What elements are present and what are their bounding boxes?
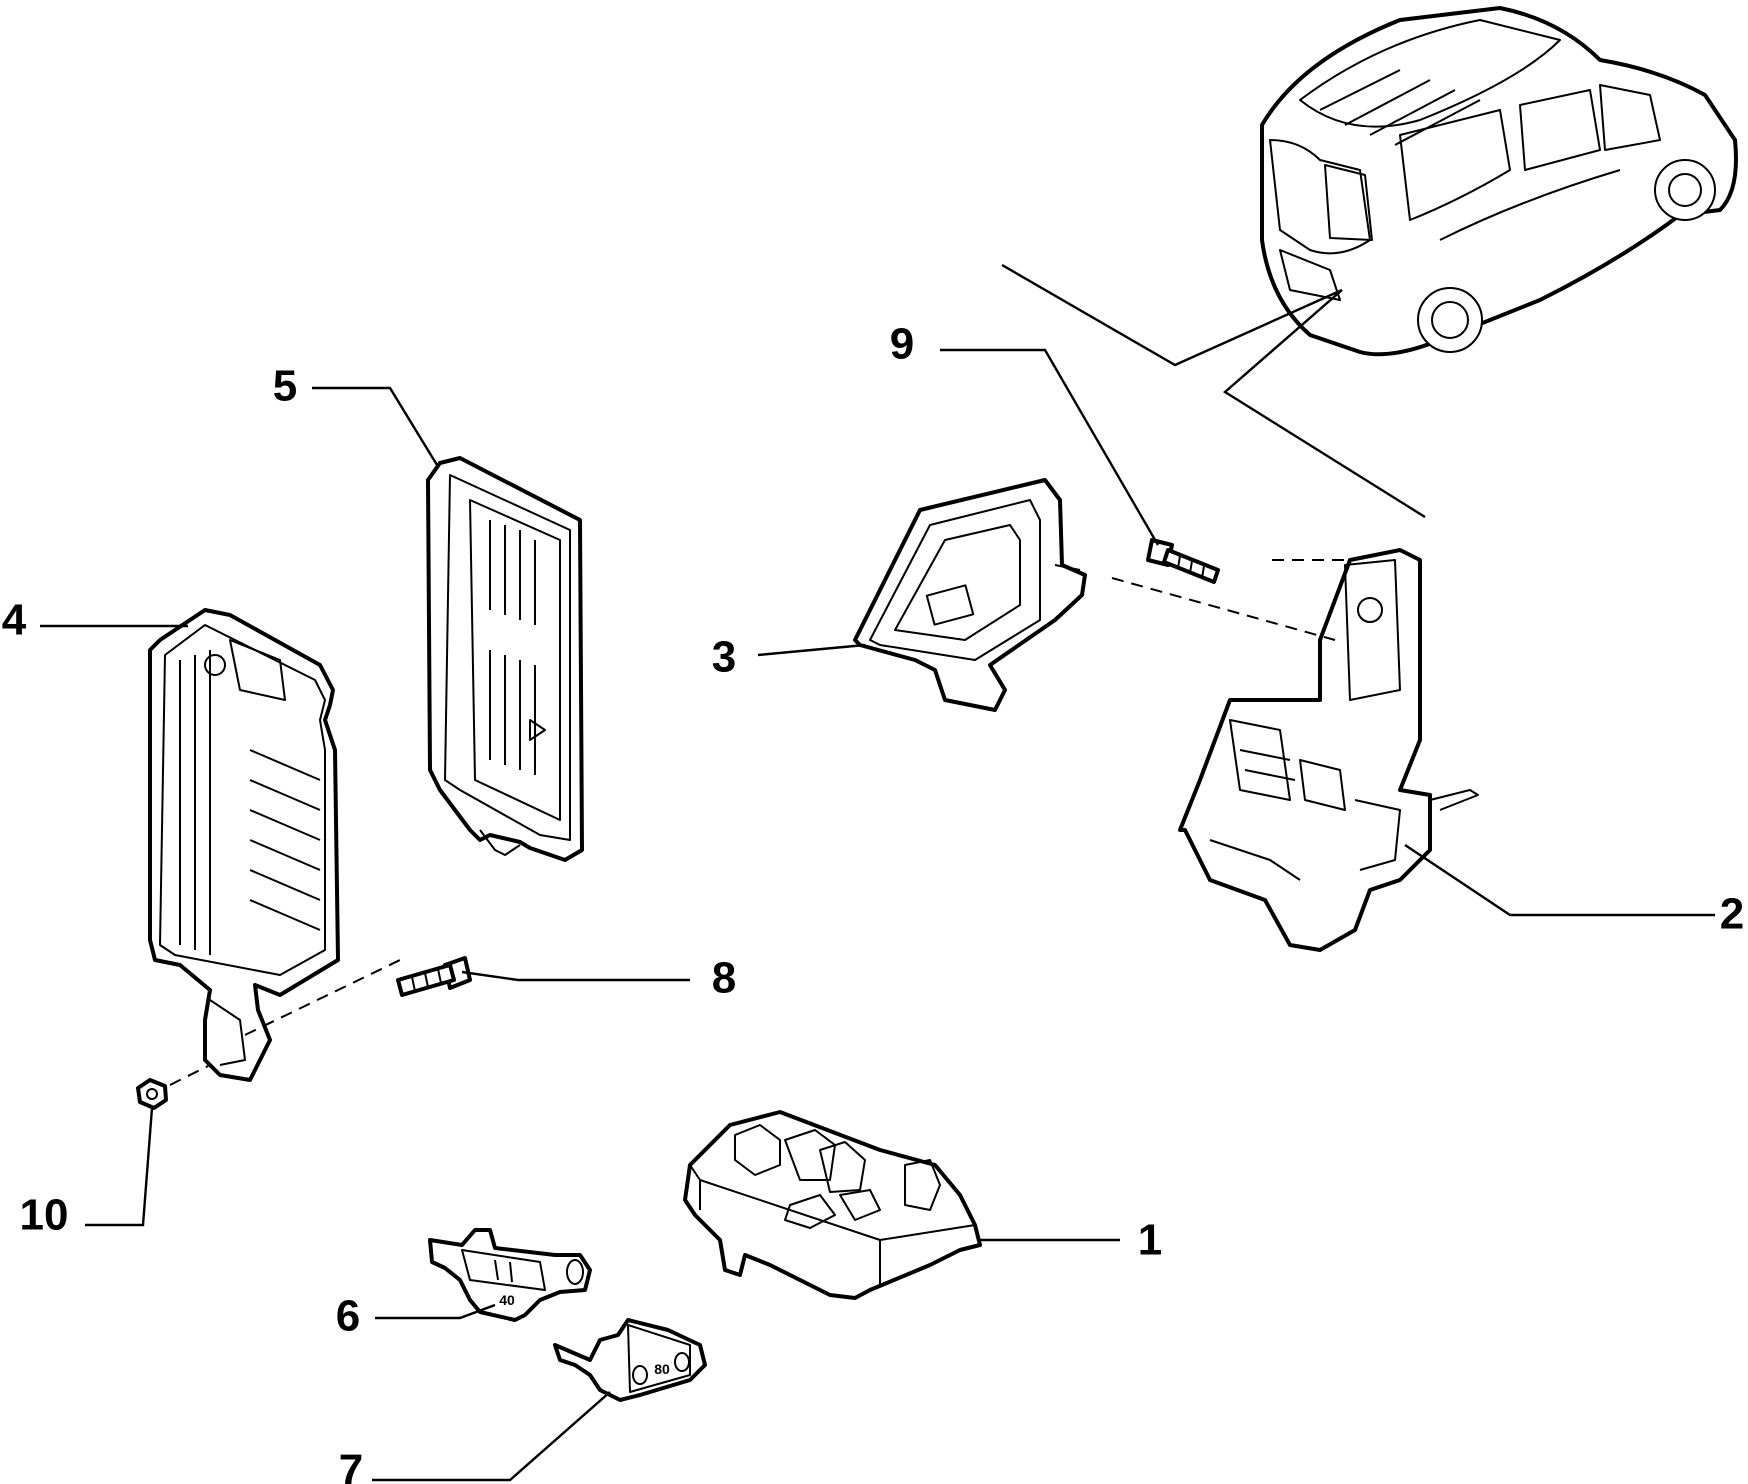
leader-7 <box>372 1391 611 1482</box>
part-8-screw <box>396 956 472 997</box>
leader-3 <box>757 643 866 657</box>
van-illustration <box>1260 6 1738 357</box>
fuse-6-rating: 40 <box>499 1292 515 1308</box>
callout-6: 6 <box>336 1292 360 1341</box>
callout-10: 10 <box>20 1191 69 1240</box>
callout-1: 1 <box>1138 1216 1162 1265</box>
callout-8: 8 <box>712 954 736 1003</box>
part-4-fuse-box-body <box>148 608 340 1082</box>
part-6-blade-fuse: 40 <box>428 1228 592 1322</box>
callout-7: 7 <box>339 1446 363 1484</box>
part-2-screw-dash <box>1111 577 1336 641</box>
vehicle-pointer-line-lower <box>1222 289 1426 519</box>
part-9-screw <box>1146 538 1220 584</box>
part-1-control-unit <box>683 1110 982 1300</box>
leader-2 <box>1404 844 1715 917</box>
fuse-7-rating: 80 <box>654 1361 670 1377</box>
callout-5: 5 <box>273 362 297 411</box>
leader-9 <box>940 348 1160 546</box>
callout-4: 4 <box>2 596 27 645</box>
part-4-screw-dash <box>244 959 401 1036</box>
part-10-nut <box>136 1078 168 1110</box>
leader-5 <box>312 386 439 466</box>
part-10-nut-dash <box>169 1064 211 1086</box>
part-3-cover <box>853 478 1087 712</box>
leader-6 <box>375 1303 496 1320</box>
callout-3: 3 <box>712 633 736 682</box>
vehicle-pointer-line-upper <box>1001 263 1343 367</box>
callout-9: 9 <box>890 320 914 369</box>
part-7-mini-fuse: 80 <box>553 1318 707 1402</box>
callout-2: 2 <box>1720 890 1744 939</box>
part-5-fuse-box-cover <box>426 456 584 862</box>
leader-10 <box>85 1107 154 1227</box>
part-2-bracket <box>1178 548 1479 952</box>
leader-8 <box>461 970 690 982</box>
